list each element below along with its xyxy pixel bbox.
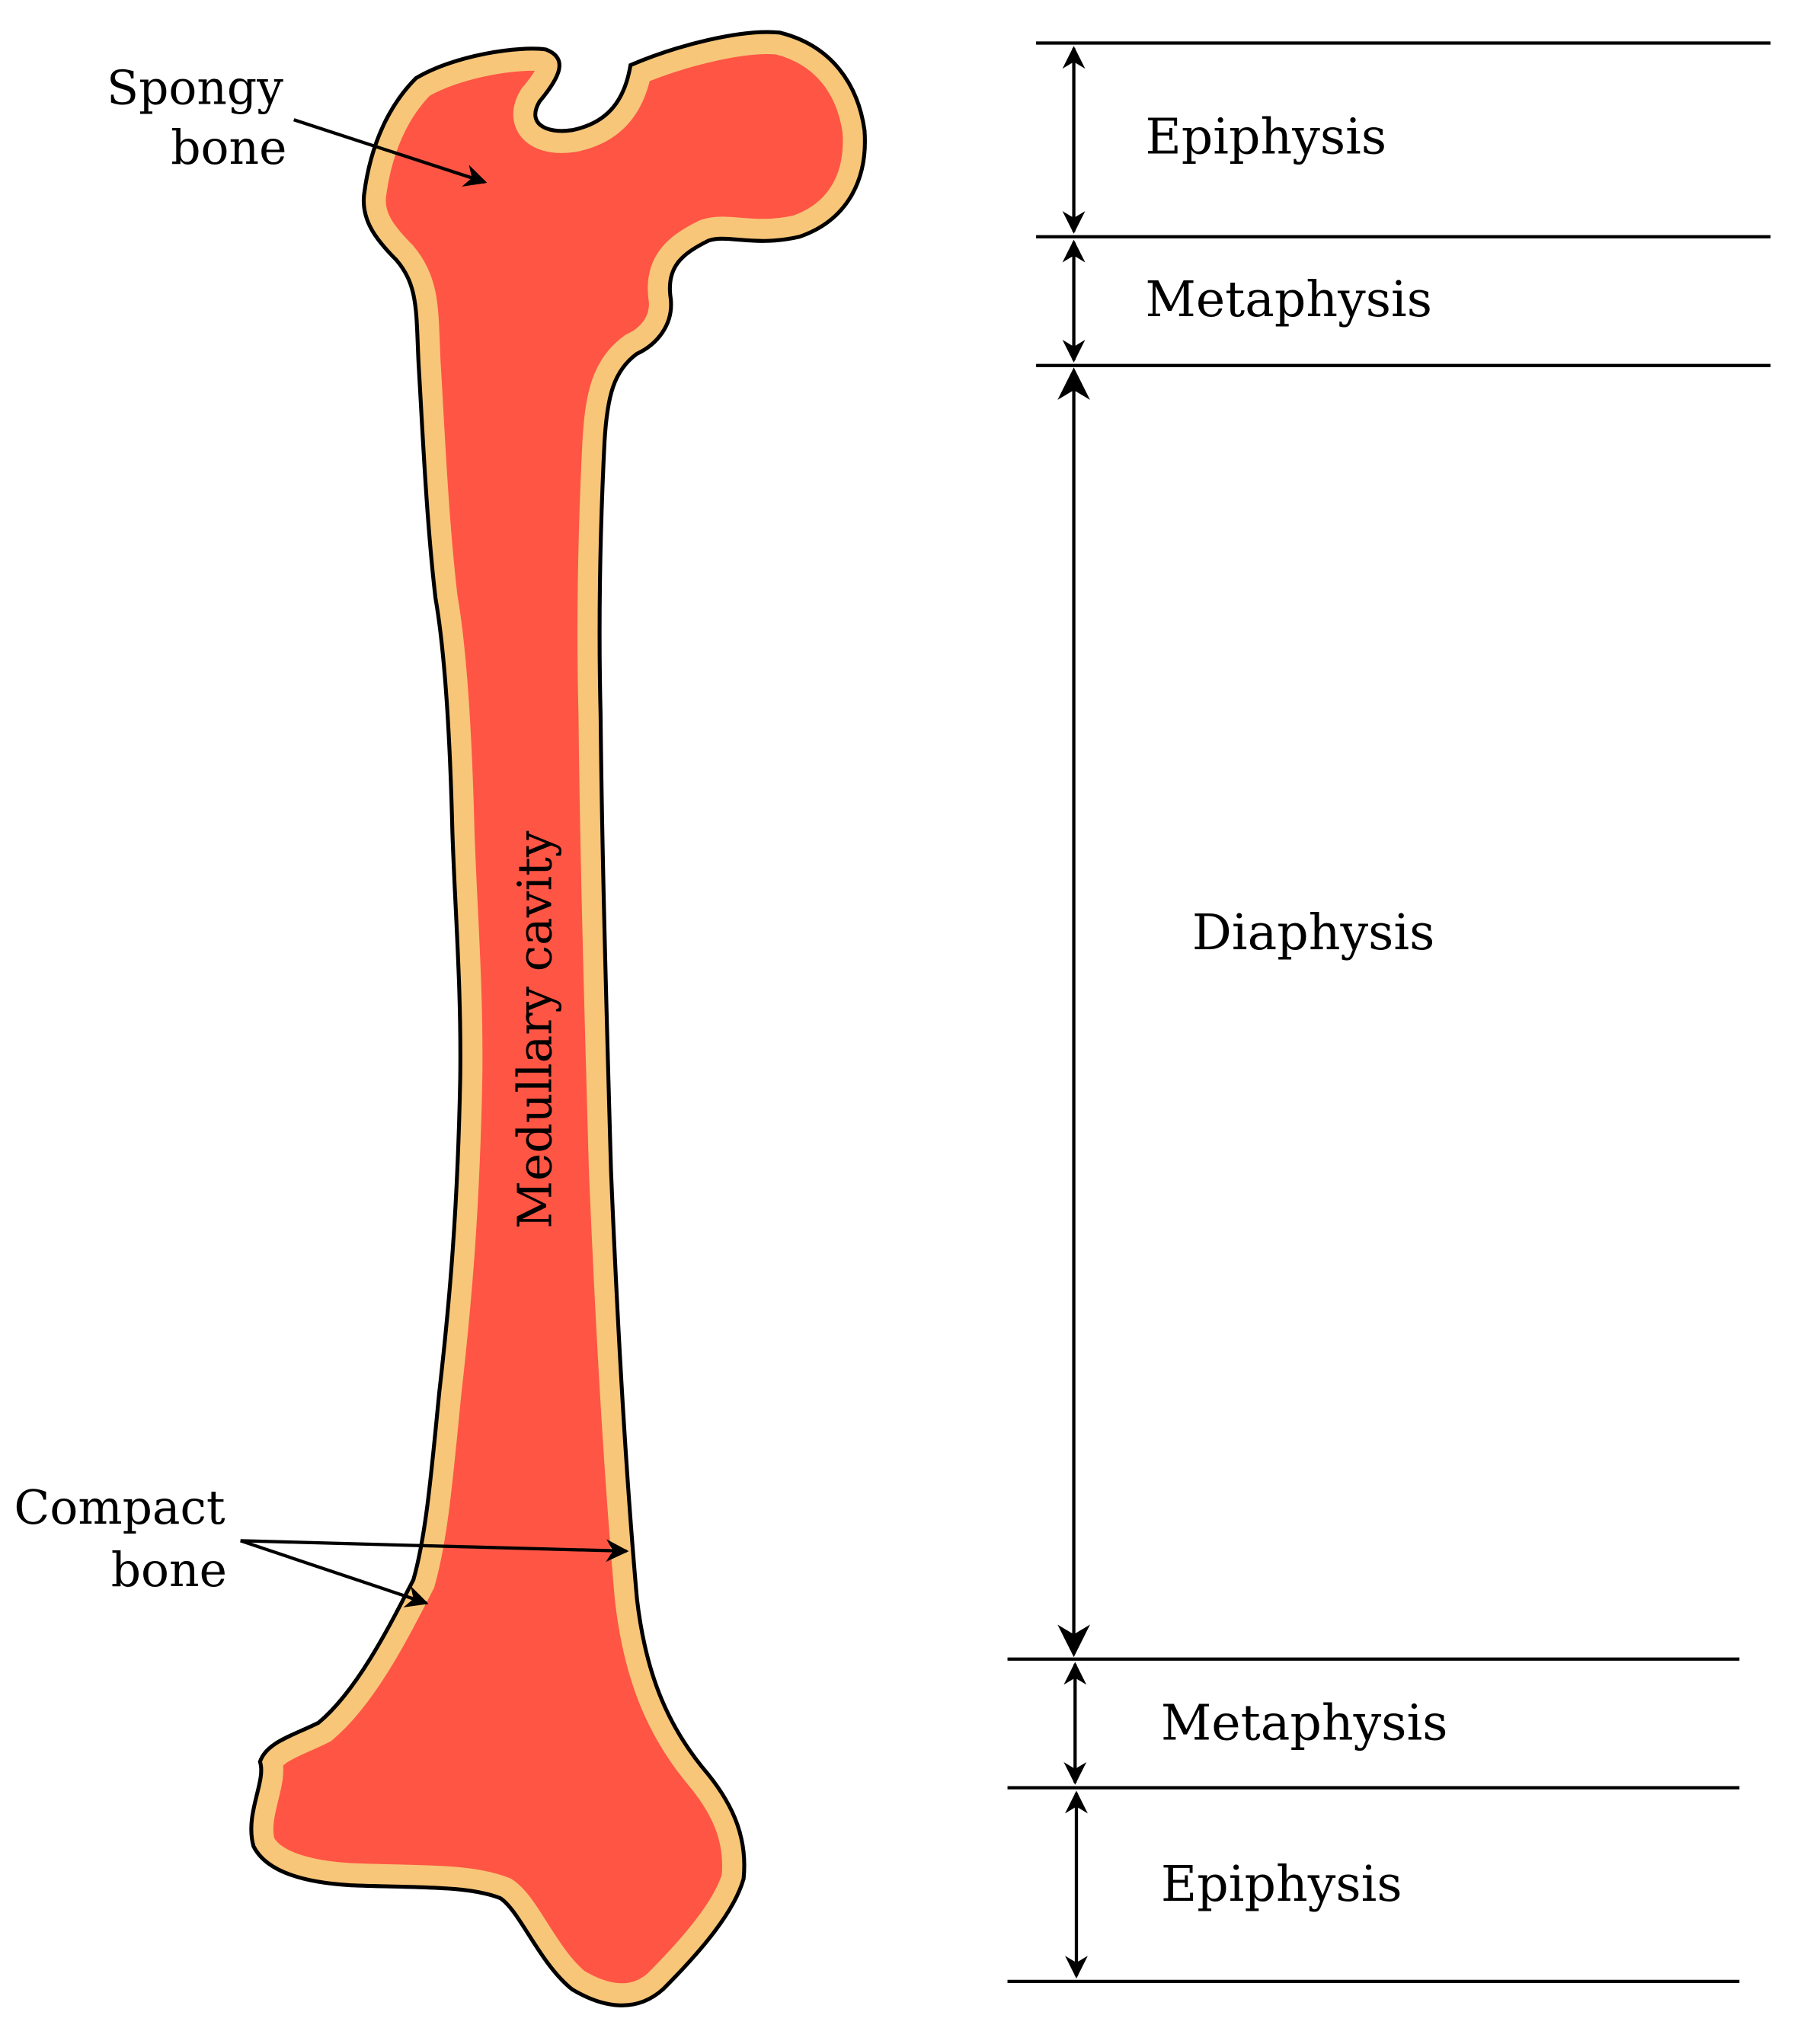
region-label-epiphysis-bottom: Epiphysis	[1161, 1856, 1402, 1913]
region-dividers	[1007, 41, 1771, 1984]
region-label-epiphysis-top: Epiphysis	[1145, 109, 1386, 166]
spongy-bone-arrow	[293, 118, 488, 187]
spongy-bone-label-line2: bone	[171, 121, 286, 175]
region-label-diaphysis: Diaphysis	[1192, 904, 1435, 961]
medullary-cavity-label: Medullary cavity	[509, 830, 563, 1229]
compact-bone-arrow-right	[240, 1539, 629, 1563]
region-label-metaphysis-bottom: Metaphysis	[1161, 1695, 1448, 1752]
compact-bone-arrow-left	[240, 1539, 429, 1607]
compact-bone-label-line2: bone	[111, 1543, 227, 1598]
compact-bone-label-line1: Compact	[14, 1481, 225, 1535]
spongy-bone-label-line1: Spongy	[107, 62, 283, 116]
region-label-metaphysis-top: Metaphysis	[1145, 271, 1432, 328]
